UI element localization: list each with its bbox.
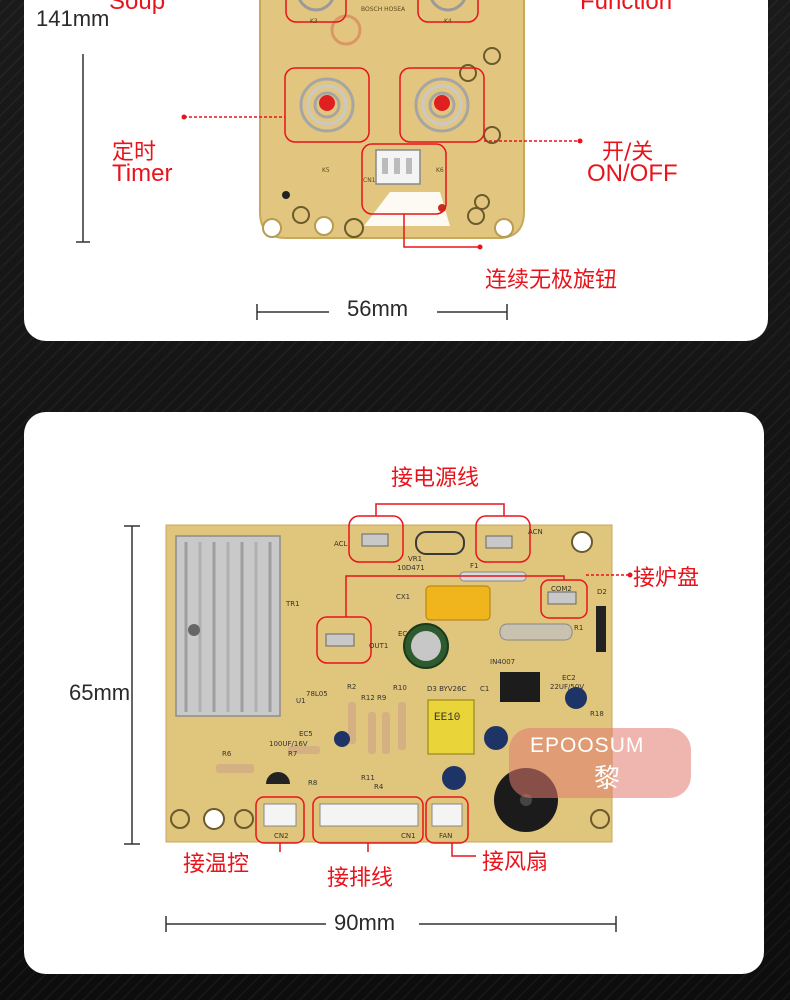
temperature-control-label: 接温控 [183,852,250,877]
top-pcb-illustration [76,0,583,320]
silk-k6: K6 [436,167,444,174]
power-line-label: 接电源线 [391,466,480,491]
silk-k3: K3 [310,18,318,25]
silk-r1: R1 [574,624,584,632]
silk-c1: C1 [480,685,490,693]
ribbon-cable-label: 接排线 [327,866,394,891]
silk-r4: R4 [374,783,384,791]
timer-label-en: Timer [112,160,173,187]
silk-cx1: CX1 [396,593,411,601]
height-dimension-label: 65mm [69,680,131,705]
silk-ec2: EC2 [562,674,576,682]
function-label: Function [580,0,673,15]
silk-r7: R7 [288,750,298,758]
silk-r10: R10 [393,684,407,692]
silk-tr1: TR1 [286,600,300,608]
onoff-label-en: ON/OFF [587,160,678,187]
silk-acl: ACL [334,540,348,548]
silk-ec5-value: 100UF/16V [269,740,308,748]
silk-vr1: VR1 [408,555,423,563]
silk-cn: CN1 [363,177,376,184]
silk-ec: EC [398,630,408,638]
silk-r6: R6 [222,750,232,758]
onoff-label-cn: 开/关 [602,140,654,165]
silk-cn1: CN1 [401,832,416,840]
soup-label: Soup [109,0,166,15]
silk-k5: K5 [322,167,330,174]
silk-u1: U1 [296,697,306,705]
silk-r18: R18 [590,710,604,718]
silk-r8: R8 [308,779,318,787]
silk-u1-part: 78L05 [306,690,328,698]
silk-vr1-value: 10D471 [397,564,425,572]
width-dimension-label: 90mm [334,910,396,935]
silk-r2: R2 [347,683,357,691]
silk-d3: D3 BYV26C [427,685,467,693]
timer-label-cn: 定时 [112,140,157,165]
bottom-pcb-illustration [124,503,691,932]
silk-com2: COM2 [551,585,572,593]
width-dimension-label: 56mm [347,296,409,321]
silk-d2: D2 [597,588,607,596]
knob-label: 连续无极旋钮 [485,268,618,293]
silk-r11: R11 [361,774,375,782]
silk-ec5: EC5 [299,730,313,738]
silk-brand: BOSCH HOSEA [361,6,406,13]
watermark-glyph: 黎 [594,764,621,794]
silk-ee10: EE10 [434,712,461,724]
fan-label: 接风扇 [482,850,549,875]
silk-fan: FAN [439,832,453,840]
silk-r12-r9: R12 R9 [361,694,387,702]
top-product-panel: 141mm Soup Function 定时 Timer 开/关 ON/OFF … [24,0,768,341]
silk-f1: F1 [470,562,479,570]
watermark-text: EPOOSUM [530,734,645,757]
silk-cn2: CN2 [274,832,289,840]
silk-in4007: IN4007 [490,658,516,666]
silk-ec2-value: 22UF/50V [550,683,585,691]
coil-label: 接炉盘 [633,566,700,591]
bottom-product-panel: 接电源线 接炉盘 接温控 接排线 接风扇 65mm 90mm EPOOSUM 黎… [24,412,764,974]
silk-acn: ACN [528,528,543,536]
silk-out1: OUT1 [369,642,389,650]
silk-k4: K4 [444,18,452,25]
height-dimension-label: 141mm [36,6,110,31]
